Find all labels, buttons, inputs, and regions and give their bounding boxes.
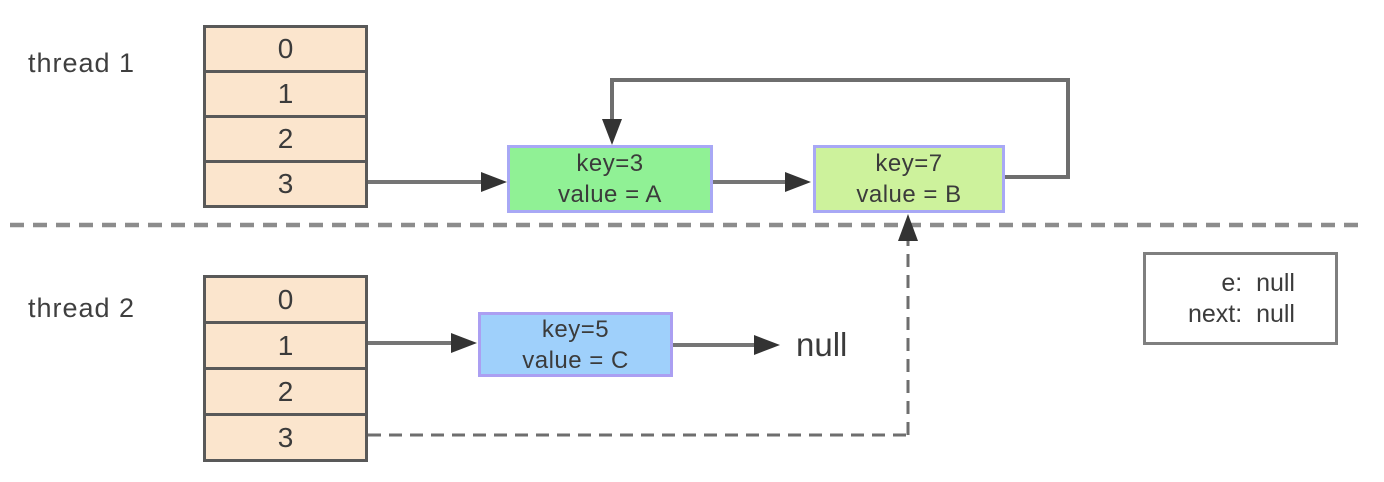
thread1-hash-array: 0 1 2 3 — [203, 25, 368, 208]
null-terminator-label: null — [796, 326, 848, 363]
thread1-label: thread 1 — [28, 48, 136, 78]
thread1-bucket-2: 2 — [206, 118, 365, 163]
node-key5: key=5 value = C — [478, 312, 673, 377]
thread2-hash-array: 0 1 2 3 — [203, 275, 368, 462]
thread2-bucket-2: 2 — [206, 370, 365, 416]
thread2-bucket-1: 1 — [206, 324, 365, 370]
node-key3: key=3 value = A — [507, 145, 713, 213]
thread2-bucket-0: 0 — [206, 278, 365, 324]
thread2-bucket-3: 3 — [277, 421, 294, 453]
arrowhead-into-key3-left — [481, 172, 507, 192]
thread2-label: thread 2 — [28, 293, 136, 323]
node-key7-key-line: key=7 — [875, 150, 943, 177]
arrowhead-into-key7-left — [785, 172, 811, 192]
thread1-bucket-1: 1 — [206, 73, 365, 118]
var-e-line: e: null — [1221, 268, 1295, 297]
node-key5-value-line: value = C — [522, 346, 629, 374]
thread1-bucket-3: 3 — [277, 168, 294, 199]
arrowhead-loop-into-key3-top — [602, 119, 622, 145]
node-key3-value-line: value = A — [558, 181, 662, 208]
arrowhead-dashed-into-key7-bottom — [898, 214, 918, 241]
var-next-line: next: null — [1187, 299, 1295, 328]
arrowhead-into-key5-left — [451, 333, 477, 353]
node-key3-key-line: key=3 — [576, 150, 644, 177]
local-variables-box: e: null next: null — [1143, 252, 1338, 345]
thread1-bucket-0: 0 — [206, 28, 365, 73]
node-key5-key-line: key=5 — [541, 315, 610, 343]
node-key7: key=7 value = B — [813, 145, 1005, 213]
node-key7-value-line: value = B — [856, 181, 962, 208]
arrowhead-into-null — [754, 335, 780, 355]
